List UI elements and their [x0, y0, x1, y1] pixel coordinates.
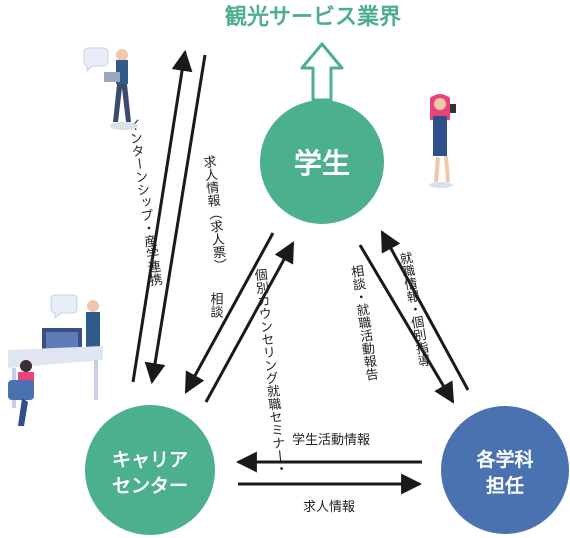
arrow-seminar-to-student [204, 241, 295, 403]
student-label: 学生 [294, 147, 350, 180]
arrow-report-to-department [358, 244, 455, 404]
consult-report-label: 相談・就職活動報告 [347, 264, 379, 382]
seminar-label: 個別カウンセリング就職セミナー・ [251, 268, 288, 476]
arrow-consult-to-center [184, 232, 275, 394]
career-center-label-line2: センター [112, 475, 188, 497]
woman-with-phone-icon [429, 94, 456, 188]
up-arrow-icon [300, 42, 344, 102]
arrow-guidance-to-student [380, 230, 470, 391]
office-desk-workers-icon [8, 294, 103, 426]
activity-info-label: 学生活動情報 [292, 432, 370, 448]
career-center-label-line1: キャリア [112, 449, 188, 471]
student-node: 学生 [260, 100, 384, 224]
department-node: 各学科 担任 [441, 406, 569, 534]
consult-left-label: 相談 [208, 292, 224, 318]
internship-label: インターンシップ・産学連携 [124, 118, 163, 288]
job-info-vertical-label: 求人情報（求人票） [200, 154, 228, 272]
industry-header: 観光サービス業界 [225, 4, 401, 30]
career-center-node: キャリア センター [85, 405, 215, 535]
job-info-bottom-label: 求人情報 [303, 500, 355, 515]
arrow-jobinfo-down [144, 54, 207, 385]
department-label-line2: 担任 [486, 474, 524, 497]
department-label-line1: 各学科 [475, 448, 533, 471]
arrow-internship-up [131, 49, 193, 383]
guidance-label: 就職情報・個別指導 [396, 251, 432, 369]
person-with-laptop-icon [83, 47, 138, 130]
